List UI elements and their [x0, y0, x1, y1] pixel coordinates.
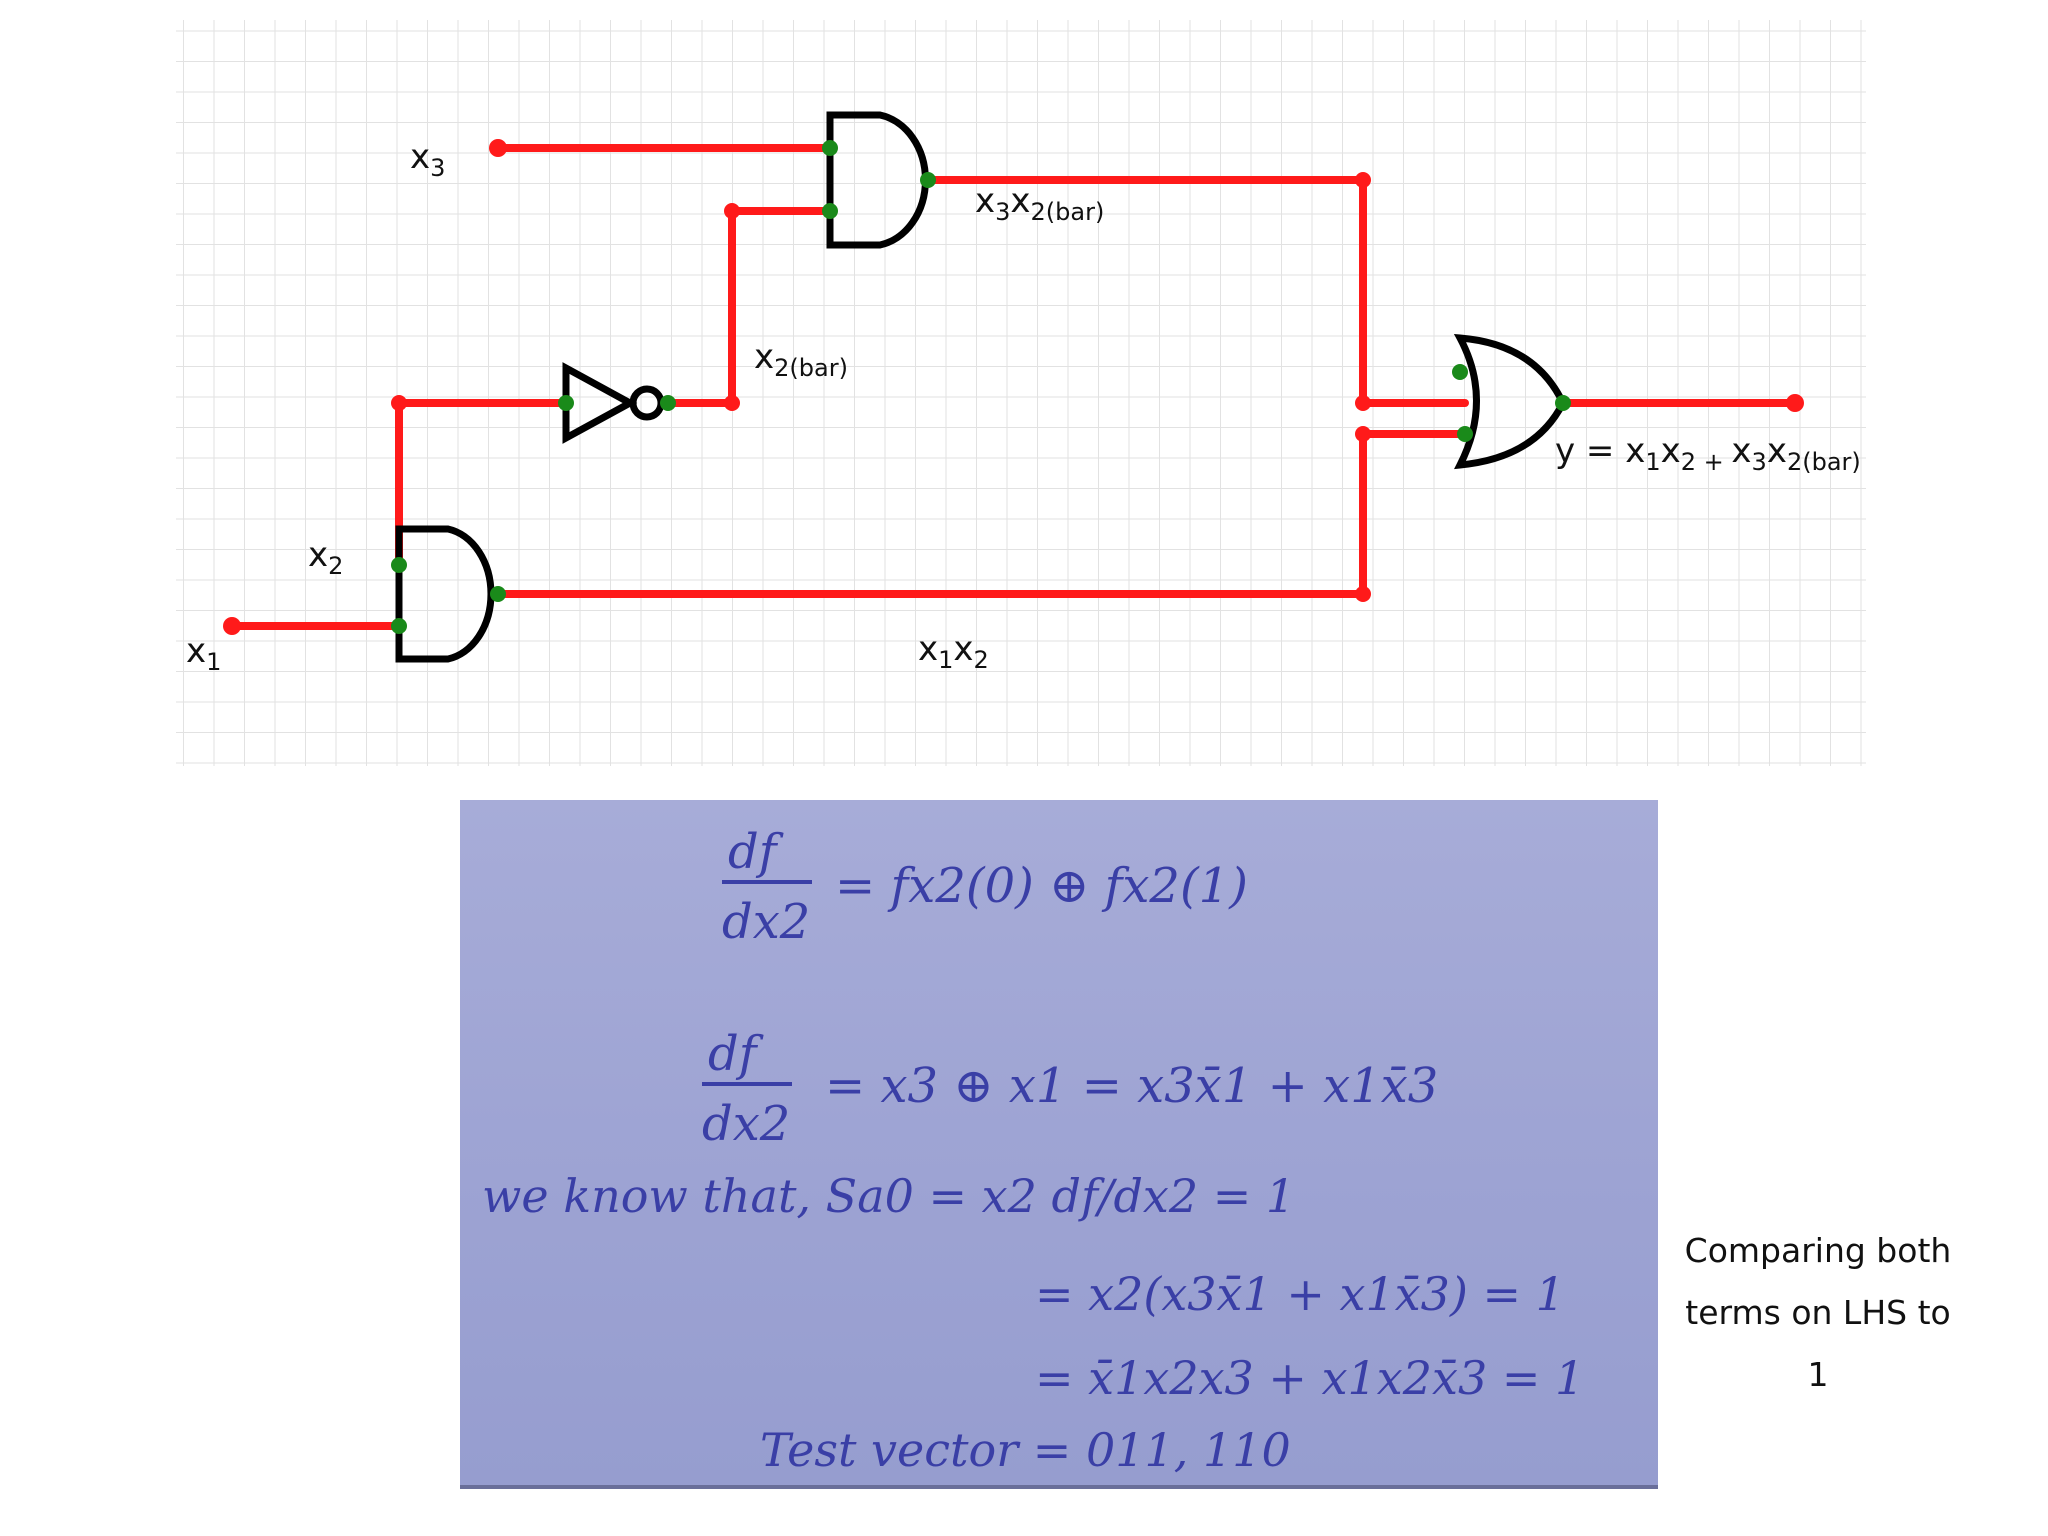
- handwritten-derivation-board: df dx2 = fx2(0) ⊕ fx2(1) df dx2 = x3 ⊕ x…: [460, 800, 1658, 1489]
- x1-terminal: [223, 617, 241, 635]
- equation-line-2: df dx2 = x3 ⊕ x1 = x3x̄1 + x1x̄3: [702, 1026, 1438, 1152]
- fraction-1-numerator: df: [728, 824, 784, 880]
- label-x3: x3: [410, 137, 445, 182]
- junction-bottom-right: [1355, 586, 1371, 602]
- label-and-bottom-output: x1x2: [918, 629, 989, 674]
- fraction-2-denominator: dx2: [702, 1096, 790, 1152]
- label-x2bar: x2(bar): [754, 337, 848, 382]
- side-note: Comparing both terms on LHS to 1: [1668, 1220, 1968, 1406]
- label-and-top-output: x3x2(bar): [975, 181, 1104, 226]
- label-output-y: y = x1x2 + x3x2(bar): [1555, 431, 1861, 476]
- wire-endpoints: [223, 139, 1804, 635]
- side-note-line-2: terms on LHS to: [1685, 1293, 1951, 1332]
- junction-top-right: [1355, 172, 1371, 188]
- gate-pins: [391, 140, 1571, 634]
- equation-1-rhs: = fx2(0) ⊕ fx2(1): [835, 858, 1248, 914]
- label-x1: x1: [186, 631, 221, 676]
- y-terminal: [1786, 394, 1804, 412]
- logic-circuit-diagram: x1 x2 x3 x2(bar) x3x2(bar) x1x2 y = x1x2…: [176, 20, 1866, 766]
- fraction-2-numerator: df: [708, 1026, 764, 1082]
- label-x2: x2: [308, 535, 343, 580]
- junction-or-b: [1355, 426, 1371, 442]
- junction-not-out: [724, 395, 740, 411]
- x3-terminal: [489, 139, 507, 157]
- or-gate: [1453, 333, 1567, 470]
- fraction-1-denominator: dx2: [722, 894, 810, 950]
- junction-x2: [391, 395, 407, 411]
- equation-line-3: we know that, Sa0 = x2 df/dx2 = 1: [482, 1169, 1295, 1223]
- side-note-line-3: 1: [1807, 1355, 1829, 1394]
- junction-or-a: [1355, 395, 1371, 411]
- equation-line-1: df dx2 = fx2(0) ⊕ fx2(1): [722, 824, 1248, 950]
- equation-line-4: = x2(x3x̄1 + x1x̄3) = 1: [1035, 1267, 1565, 1321]
- junction-and-top-in: [724, 203, 740, 219]
- wires: [228, 144, 1799, 630]
- equation-2-rhs: = x3 ⊕ x1 = x3x̄1 + x1x̄3: [825, 1058, 1438, 1114]
- equation-line-6: Test vector = 011, 110: [760, 1423, 1291, 1477]
- grid-background: [176, 20, 1866, 766]
- side-note-line-1: Comparing both: [1684, 1231, 1952, 1270]
- equation-line-5: = x̄1x2x3 + x1x2x̄3 = 1: [1035, 1351, 1584, 1405]
